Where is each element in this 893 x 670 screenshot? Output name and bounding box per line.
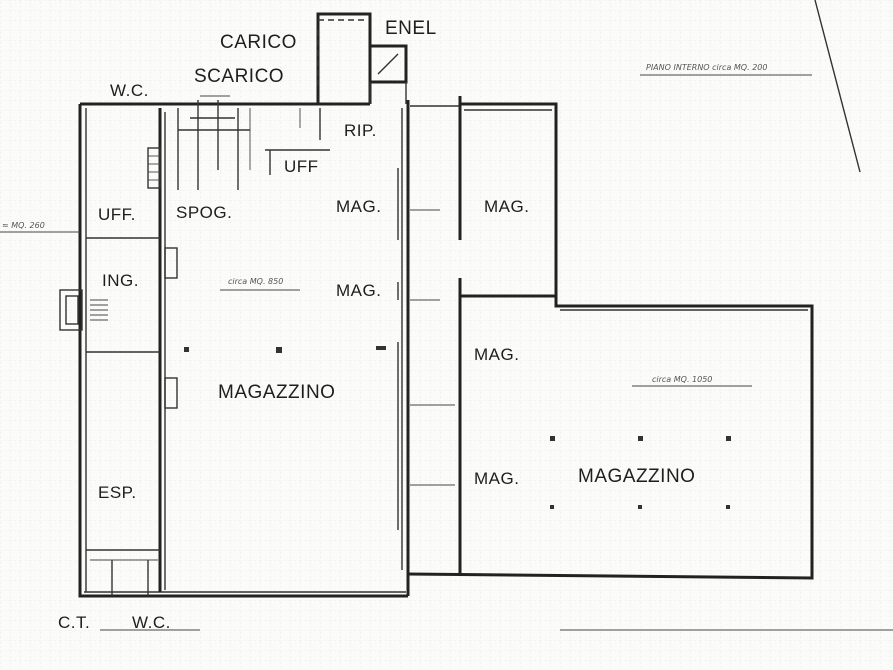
label-mag-4: MAG.	[474, 345, 519, 364]
note-area-left: ≈ MQ. 260	[2, 221, 45, 230]
stairs	[147, 147, 178, 409]
label-rip: RIP.	[344, 121, 377, 140]
upper-mag-room	[460, 102, 558, 306]
note-piano: PIANO INTERNO circa MQ. 200	[646, 63, 767, 72]
label-carico: CARICO	[220, 32, 297, 53]
middle-corridor	[397, 96, 462, 576]
label-underlines	[0, 74, 893, 631]
note-area-right: circa MQ. 1050	[652, 375, 712, 384]
label-wc-top: W.C.	[110, 81, 149, 100]
service-rooms	[177, 95, 330, 190]
right-warehouse	[407, 294, 814, 580]
note-area-center: circa MQ. 850	[228, 277, 283, 286]
label-uff-left: UFF.	[98, 205, 136, 224]
enel-box	[368, 44, 408, 104]
label-magazzino-1: MAGAZZINO	[218, 382, 335, 403]
label-scarico: SCARICO	[194, 66, 284, 87]
left-building-walls	[78, 100, 410, 598]
label-mag-1: MAG.	[336, 197, 381, 216]
room-labels: CARICO SCARICO ENEL W.C. RIP. UFF SPOG. …	[58, 18, 695, 632]
label-mag-3: MAG.	[336, 281, 381, 300]
handwritten-notes: PIANO INTERNO circa MQ. 200 ≈ MQ. 260 ci…	[2, 63, 767, 384]
label-enel: ENEL	[385, 18, 437, 39]
label-magazzino-2: MAGAZZINO	[578, 466, 695, 487]
label-uff-top: UFF	[284, 157, 319, 176]
label-spog: SPOG.	[176, 203, 232, 222]
label-mag-5: MAG.	[474, 469, 519, 488]
label-ing: ING.	[102, 271, 139, 290]
label-esp: ESP.	[98, 483, 137, 502]
label-wc-bottom: W.C.	[132, 613, 171, 632]
column-markers	[184, 346, 731, 509]
label-ct: C.T.	[58, 613, 90, 632]
label-mag-2: MAG.	[484, 197, 529, 216]
boundary-line	[814, 0, 861, 173]
entrance-steps	[59, 289, 108, 331]
